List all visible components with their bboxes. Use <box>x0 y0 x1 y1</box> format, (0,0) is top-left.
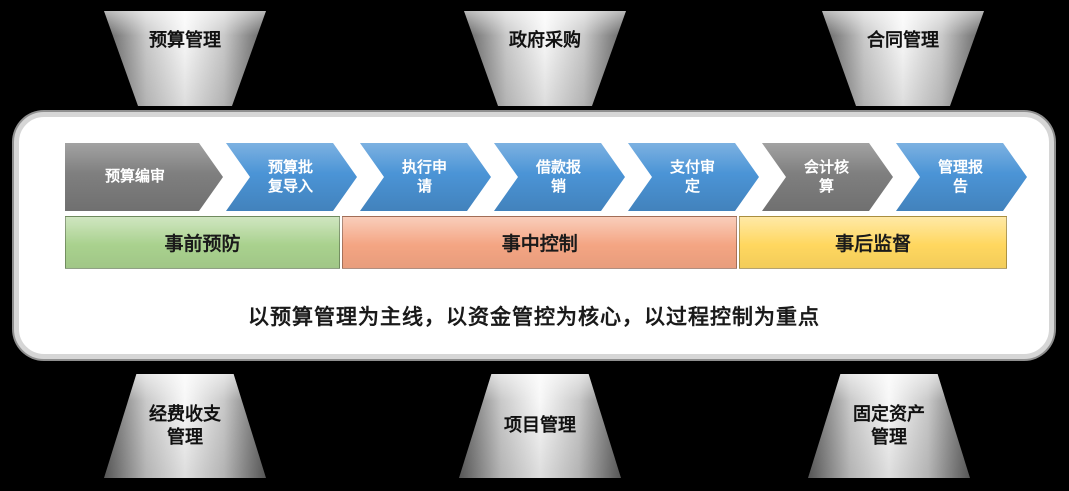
step-budget-compilation-review: 预算编审 <box>65 143 223 211</box>
tagline: 以预算管理为主线，以资金管控为核心，以过程控制为重点 <box>248 306 820 329</box>
step-label: 预算批复导入 <box>267 158 313 195</box>
step-label: 会计核算 <box>803 158 849 195</box>
phase-label: 事后监督 <box>835 234 912 255</box>
step-label: 执行申请 <box>401 158 447 195</box>
module-contract-management: 合同管理 <box>822 11 984 106</box>
module-label: 固定资产管理 <box>853 403 925 447</box>
step-label: 借款报销 <box>535 158 581 195</box>
step-loan-reimbursement: 借款报销 <box>494 143 625 211</box>
process-panel: 预算编审 预算批复导入 执行申请 借款报销 支付审定 会计核算 管理报告 <box>14 112 1054 359</box>
module-funds-income-expense: 经费收支管理 <box>104 374 266 478</box>
module-project-management: 项目管理 <box>459 374 621 478</box>
module-label: 合同管理 <box>867 30 939 50</box>
module-label: 政府采购 <box>509 30 581 50</box>
phase-label: 事中控制 <box>501 234 578 255</box>
module-government-procurement: 政府采购 <box>464 11 626 106</box>
step-budget-approval-import: 预算批复导入 <box>226 143 357 211</box>
phase-post-supervision: 事后监督 <box>739 216 1007 269</box>
step-label: 支付审定 <box>669 158 715 195</box>
phase-bands: 事前预防 事中控制 事后监督 <box>65 216 1007 269</box>
module-label: 项目管理 <box>504 415 576 436</box>
step-execution-application: 执行申请 <box>360 143 491 211</box>
module-label: 预算管理 <box>149 30 221 50</box>
process-flow: 预算编审 预算批复导入 执行申请 借款报销 支付审定 会计核算 管理报告 <box>65 143 1027 211</box>
step-accounting: 会计核算 <box>762 143 893 211</box>
module-budget-management: 预算管理 <box>104 11 266 106</box>
step-payment-approval: 支付审定 <box>628 143 759 211</box>
step-label: 管理报告 <box>937 158 983 195</box>
phase-pre-prevention: 事前预防 <box>65 216 341 269</box>
phase-in-process-control: 事中控制 <box>342 216 738 269</box>
step-label: 预算编审 <box>104 168 165 186</box>
module-label: 经费收支管理 <box>149 403 221 447</box>
step-management-report: 管理报告 <box>896 143 1027 211</box>
module-fixed-assets: 固定资产管理 <box>808 374 970 478</box>
phase-label: 事前预防 <box>164 234 241 255</box>
